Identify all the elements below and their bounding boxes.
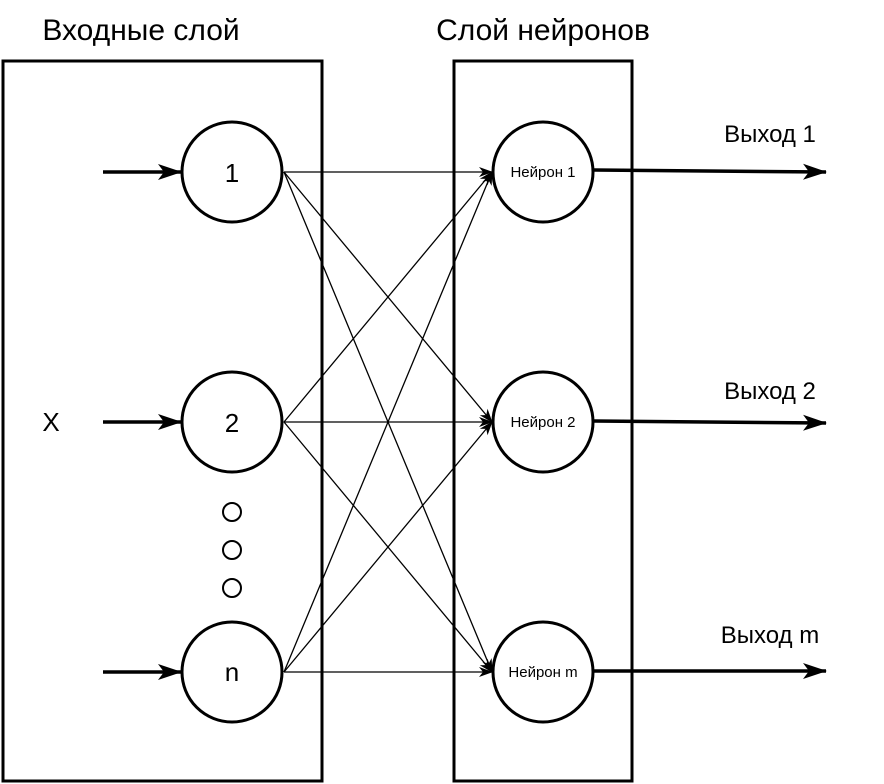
connection-lines [283,167,493,677]
neuron-layer-title: Слой нейронов [436,14,650,47]
ellipsis-dot [222,502,242,522]
ellipsis-dot [222,540,242,560]
input-node-label: 2 [225,408,239,438]
neuron-2: Нейрон 2 [491,370,595,474]
connection-input-3-to-neuron-1 [283,171,493,673]
output-label-m: Выход m [721,622,819,649]
neuron-label: Нейрон 1 [510,164,575,181]
neuron-m: Нейрон m [491,620,595,724]
input-node-1: 1 [180,120,284,224]
connection-input-2-to-neuron-1 [283,171,493,423]
output-label-1: Выход 1 [724,121,816,148]
neuron-label: Нейрон m [508,664,577,681]
input-node-2: 2 [180,370,284,474]
input-node-n: n [180,620,284,724]
input-variable-label: X [42,407,59,437]
input-layer-box [1,59,324,783]
input-node-label: 1 [225,158,239,188]
input-node-label: n [225,657,239,687]
ellipsis-dot [222,578,242,598]
neuron-label: Нейрон 2 [510,414,575,431]
neuron-1: Нейрон 1 [491,120,595,224]
output-label-2: Выход 2 [724,378,816,405]
input-layer-title: Входные слой [42,14,239,47]
output-arrow-1 [593,163,827,180]
output-arrow-2 [593,414,827,431]
connection-input-3-to-neuron-2 [283,421,493,673]
